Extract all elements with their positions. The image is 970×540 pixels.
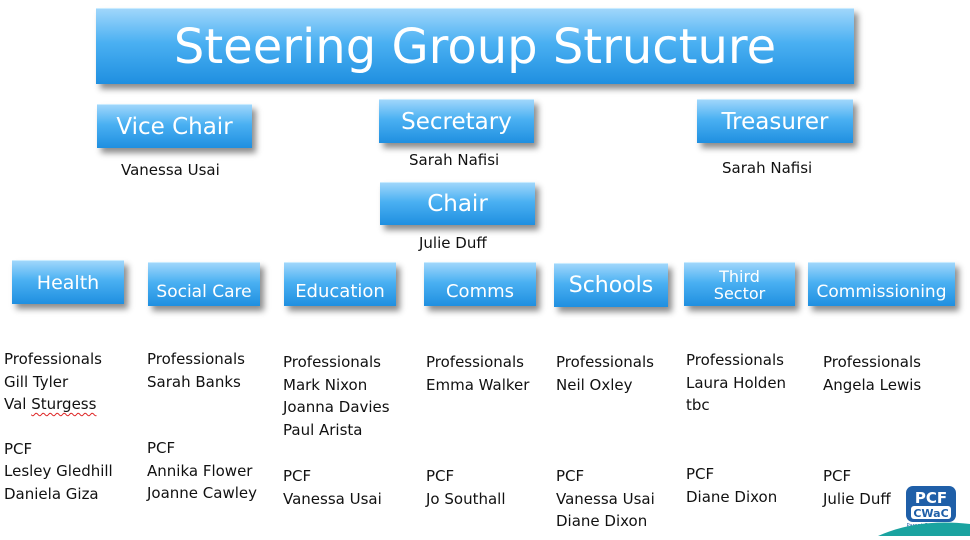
svg-text:PCF: PCF [915, 489, 947, 507]
secretary-box: Secretary [379, 99, 534, 143]
member-name: Diane Dixon [556, 512, 648, 530]
members-health: Professionals Gill Tyler Val Sturgess PC… [4, 348, 113, 505]
member-name: Annika Flower [147, 461, 253, 480]
chair-label: Chair [427, 191, 488, 217]
member-name: Paul Arista [283, 420, 363, 439]
member-name: Angela Lewis [823, 375, 922, 394]
pcf-heading: PCF [426, 467, 455, 485]
secretary-name: Sarah Nafisi [409, 151, 500, 169]
group-box-schools: Schools [554, 263, 668, 307]
member-name: Gill Tyler [4, 372, 69, 391]
pcf-cwac-logo: PCF CWaC Parent Carer Forum Cheshire Wes… [878, 484, 970, 536]
vice-chair-label: Vice Chair [116, 113, 233, 140]
pcf-heading: PCF [283, 467, 312, 485]
group-label-social-care: Social Care [156, 281, 252, 302]
treasurer-label: Treasurer [721, 108, 829, 135]
member-name: Sarah Banks [147, 372, 241, 391]
group-box-commissioning: Commissioning [808, 262, 955, 306]
prof-heading: Professionals [686, 351, 784, 369]
prof-heading: Professionals [556, 353, 654, 371]
group-box-health: Health [12, 260, 124, 304]
chair-name: Julie Duff [419, 234, 487, 252]
chair-box: Chair [380, 182, 535, 225]
members-commissioning: Professionals Angela Lewis [823, 351, 921, 396]
treasurer-name: Sarah Nafisi [722, 159, 813, 177]
prof-heading: Professionals [823, 353, 921, 371]
prof-heading: Professionals [4, 350, 102, 368]
members-third-sector: Professionals Laura Holden tbc [686, 349, 786, 417]
group-box-education: Education [284, 262, 396, 306]
group-box-social-care: Social Care [148, 262, 260, 306]
pcf-schools: PCF Vanessa Usai Diane Dixon [556, 465, 655, 533]
group-label-schools: Schools [568, 273, 654, 298]
member-name: Vanessa Usai [556, 489, 655, 508]
svg-text:CWaC: CWaC [913, 507, 948, 520]
vice-chair-box: Vice Chair [97, 104, 252, 148]
member-name: Joanna Davies [283, 398, 390, 416]
prof-heading: Professionals [426, 353, 524, 371]
group-label-comms: Comms [445, 281, 515, 302]
member-name: Diane Dixon [686, 487, 778, 506]
pcf-commissioning: PCF Julie Duff [823, 465, 891, 510]
member-surname: Sturgess [31, 395, 97, 413]
member-name: Joanne Cawley [147, 484, 258, 502]
member-name: Daniela Giza [4, 484, 99, 503]
prof-heading: Professionals [147, 350, 245, 368]
group-label-third: Third [719, 266, 760, 286]
pcf-comms: PCF Jo Southall [426, 465, 506, 510]
pcf-education: PCF Vanessa Usai [283, 465, 382, 510]
members-schools: Professionals Neil Oxley [556, 351, 654, 396]
group-label-education: Education [295, 281, 385, 302]
members-social-care: Professionals Sarah Banks PCF Annika Flo… [147, 348, 257, 505]
title-banner: Steering Group Structure [96, 8, 854, 84]
treasurer-box: Treasurer [697, 99, 853, 143]
member-name: Laura Holden [686, 373, 787, 392]
members-comms: Professionals Emma Walker [426, 351, 529, 396]
group-box-comms: Comms [424, 262, 536, 306]
pcf-heading: PCF [556, 467, 585, 485]
secretary-label: Secretary [401, 108, 512, 135]
group-label-sector: Sector [713, 283, 766, 303]
group-label-commissioning: Commissioning [816, 281, 947, 302]
pcf-heading: PCF [147, 439, 176, 457]
prof-heading: Professionals [283, 353, 381, 371]
member-name: Julie Duff [823, 489, 891, 508]
members-education: Professionals Mark Nixon Joanna Davies P… [283, 351, 390, 441]
member-name: Val Sturgess [4, 395, 97, 413]
pcf-heading: PCF [823, 467, 852, 485]
page-title: Steering Group Structure [173, 18, 777, 75]
logo-graphic: PCF CWaC Parent Carer Forum Cheshire Wes… [878, 486, 970, 536]
pcf-heading: PCF [4, 439, 33, 458]
member-name: Lesley Gledhill [4, 462, 113, 480]
member-name: Mark Nixon [283, 375, 368, 394]
member-name: Neil Oxley [556, 375, 633, 394]
group-box-third-sector: Third Sector [684, 262, 795, 306]
member-name: Vanessa Usai [283, 489, 382, 508]
pcf-third-sector: PCF Diane Dixon [686, 463, 777, 508]
pcf-heading: PCF [686, 465, 715, 483]
member-name: Emma Walker [426, 375, 530, 394]
member-name: tbc [686, 396, 710, 414]
group-label-health: Health [36, 271, 100, 294]
vice-chair-name: Vanessa Usai [121, 161, 220, 179]
member-name: Jo Southall [426, 489, 506, 508]
